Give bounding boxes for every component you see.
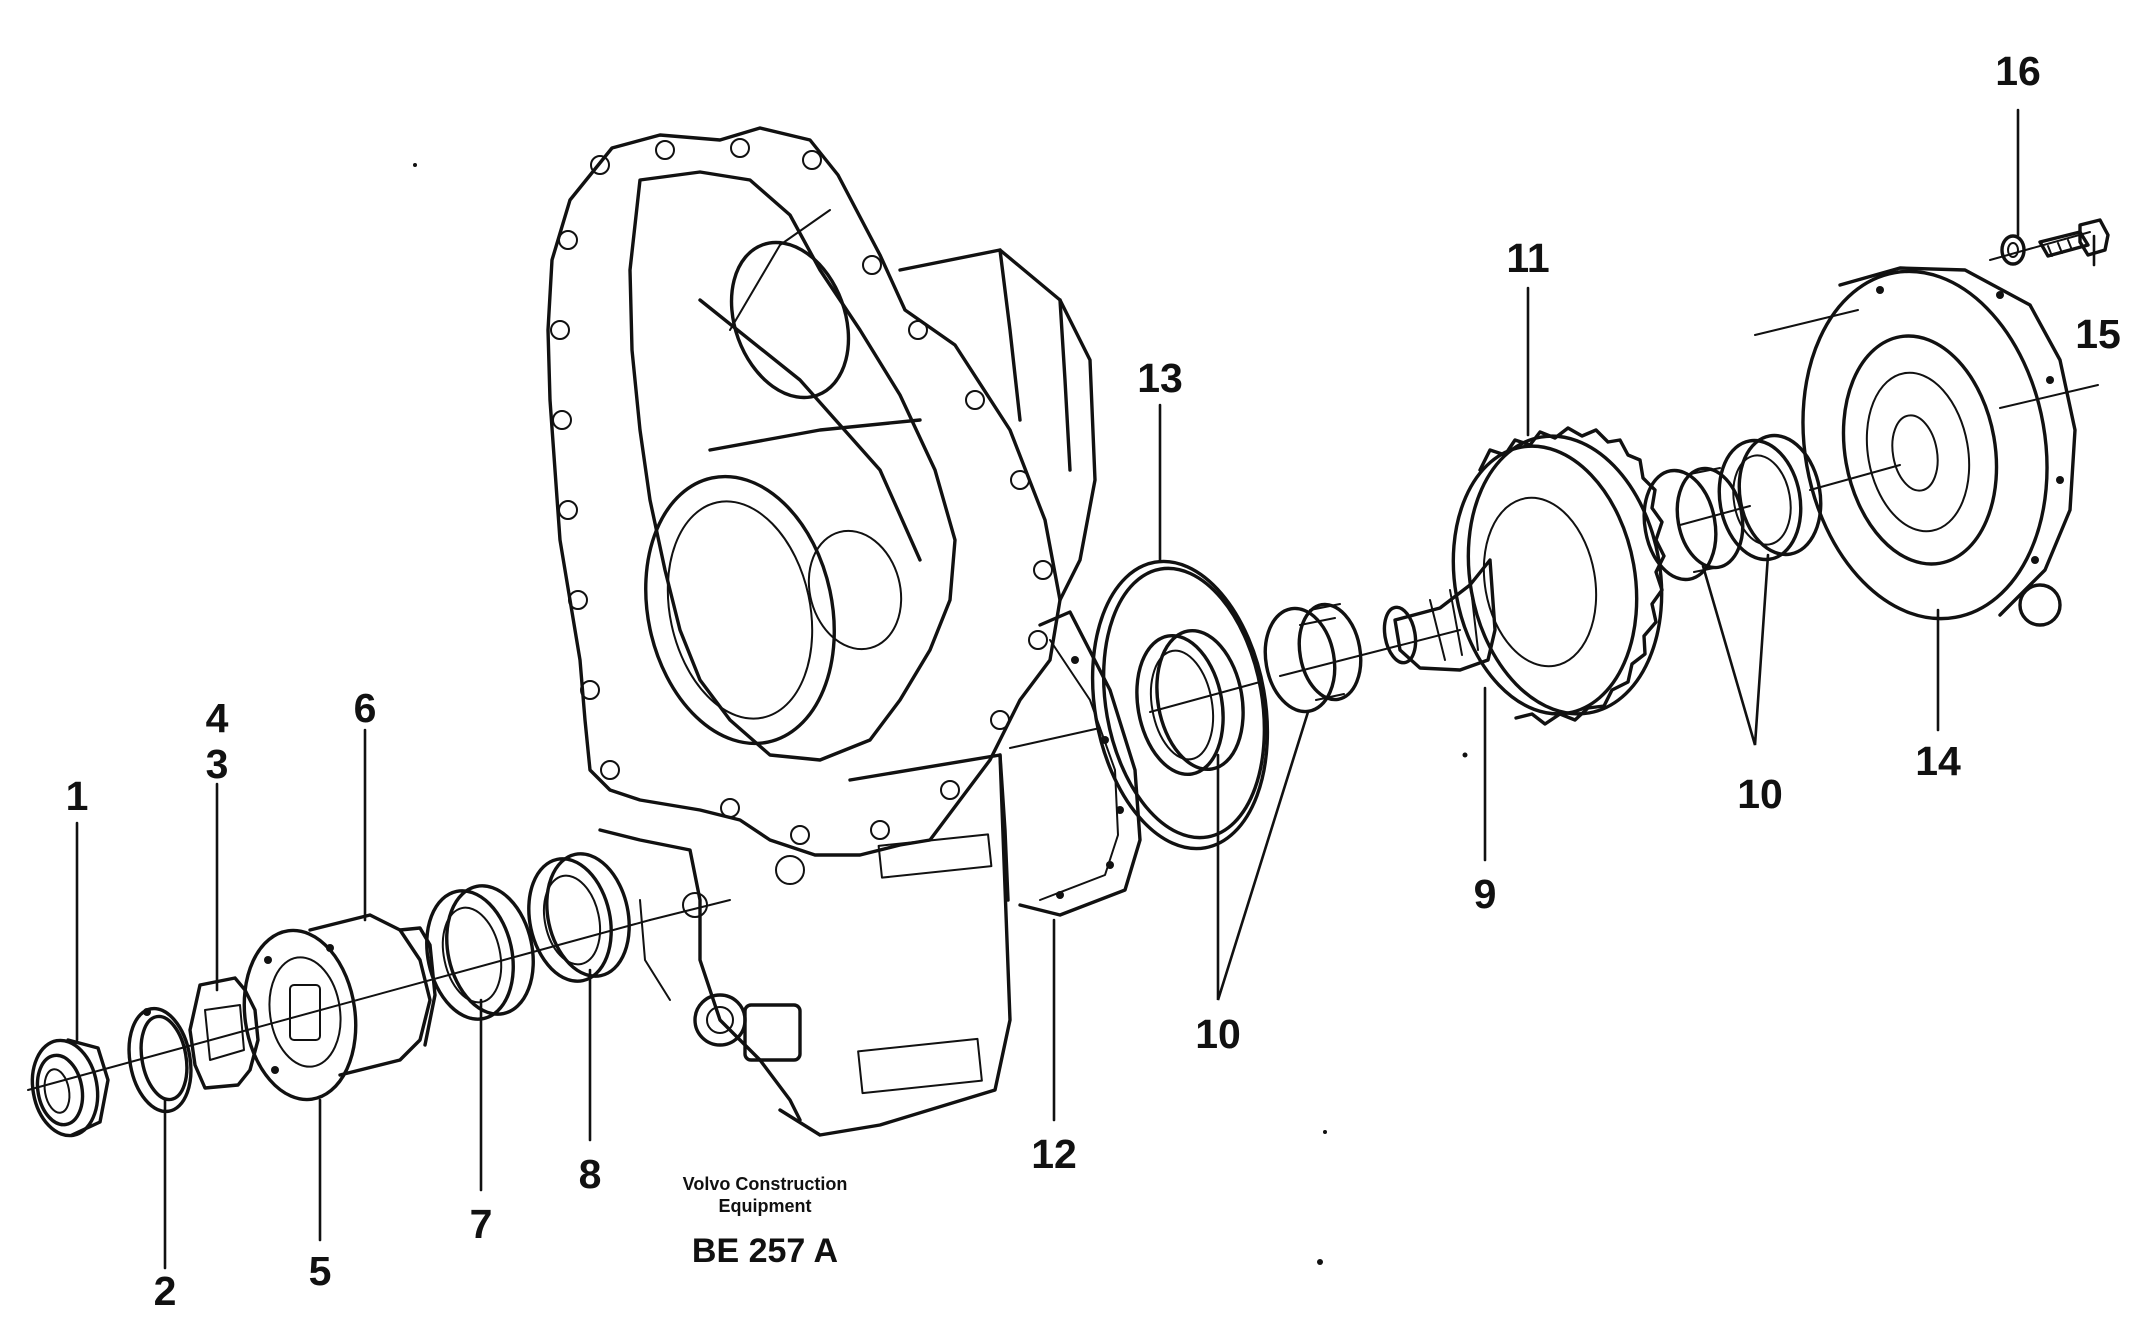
caption-line-1: Volvo Construction xyxy=(683,1174,848,1194)
part-13-o-ring xyxy=(1090,559,1270,851)
part-10-roller-bearing-right xyxy=(1642,466,1745,582)
callout-10-left: 10 xyxy=(1195,1011,1241,1057)
callout-4: 4 xyxy=(206,695,229,741)
callout-10-right: 10 xyxy=(1737,771,1783,817)
callout-13: 13 xyxy=(1137,355,1183,401)
callout-3: 3 xyxy=(206,741,229,787)
callout-14: 14 xyxy=(1915,738,1961,784)
figure-code: BE 257 A xyxy=(692,1232,838,1270)
scan-dots xyxy=(413,163,1468,1265)
callout-leader-lines xyxy=(75,108,2096,1270)
part-9-11-gear-shaft xyxy=(1382,426,1666,726)
caption-line-2: Equipment xyxy=(719,1196,812,1216)
part-1-nut xyxy=(30,1038,110,1138)
part-15-bolt xyxy=(2038,218,2110,258)
callout-11: 11 xyxy=(1506,235,1549,281)
part-3-4-lock-plate xyxy=(188,976,260,1090)
callout-6: 6 xyxy=(354,685,377,731)
callout-15: 15 xyxy=(2075,311,2121,357)
part-10-bearing-cup-right xyxy=(1717,433,1823,562)
part-16-washer xyxy=(2000,234,2026,266)
callout-7: 7 xyxy=(470,1201,493,1247)
callout-labels: 1 2 3 4 5 6 7 8 9 10 10 11 12 13 14 15 1… xyxy=(66,48,2121,1314)
part-10-bearing-cup-left xyxy=(1135,628,1245,777)
callout-9: 9 xyxy=(1474,871,1497,917)
part-5-6-flange xyxy=(242,913,437,1102)
part-2-snap-ring xyxy=(127,1006,193,1114)
callout-12: 12 xyxy=(1031,1131,1077,1177)
part-8-bearing-cup xyxy=(527,852,631,983)
callout-16: 16 xyxy=(1995,48,2041,94)
callout-5: 5 xyxy=(309,1248,332,1294)
callout-2: 2 xyxy=(154,1268,177,1313)
part-12-gasket xyxy=(1018,610,1142,917)
part-14-cover xyxy=(1801,266,2077,627)
transmission-housing xyxy=(546,126,1097,1137)
figure-caption: Volvo Construction Equipment BE 257 A xyxy=(683,1174,848,1270)
callout-1: 1 xyxy=(66,773,89,819)
callout-8: 8 xyxy=(579,1151,602,1197)
